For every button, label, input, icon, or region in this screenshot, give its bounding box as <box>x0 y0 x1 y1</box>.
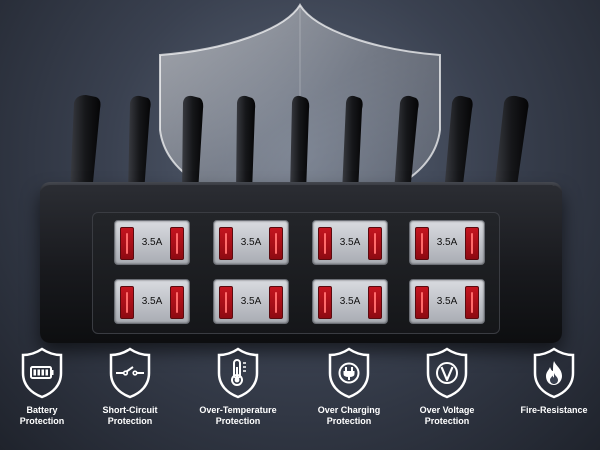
battery-shield-icon <box>21 347 63 399</box>
port-rating-label: 3.5A <box>339 237 361 248</box>
usb-port-group: 3.5A <box>312 220 388 265</box>
feature-label: Over-Temperature Protection <box>199 405 277 426</box>
usb-port <box>170 286 184 319</box>
usb-port <box>368 227 382 260</box>
voltage-shield-icon <box>426 347 468 399</box>
usb-port <box>269 227 283 260</box>
port-rating-label: 3.5A <box>141 237 163 248</box>
port-rating-label: 3.5A <box>436 296 458 307</box>
feature-label: Fire-Resistance <box>520 405 588 415</box>
feature-fire-resistance: Fire-Resistance <box>499 347 600 447</box>
usb-port <box>219 286 233 319</box>
port-rating-label: 3.5A <box>240 296 262 307</box>
feature-label: Short-Circuit Protection <box>102 405 158 426</box>
feature-label: Over Charging Protection <box>317 405 381 426</box>
usb-port <box>465 286 479 319</box>
thermometer-shield-icon <box>217 347 259 399</box>
usb-port-group: 3.5A <box>312 279 388 324</box>
short-circuit-shield-icon <box>109 347 151 399</box>
usb-port-panel: 3.5A 3.5A 3.5A 3.5A 3.5A 3.5A <box>92 212 500 334</box>
usb-port <box>415 286 429 319</box>
usb-port-group: 3.5A <box>213 279 289 324</box>
usb-port-group: 3.5A <box>409 279 485 324</box>
feature-over-temperature-protection: Over-Temperature Protection <box>183 347 293 447</box>
usb-port <box>415 227 429 260</box>
flame-shield-icon <box>533 347 575 399</box>
device-dividers <box>70 95 529 193</box>
usb-port-group: 3.5A <box>114 279 190 324</box>
usb-port-group: 3.5A <box>409 220 485 265</box>
feature-over-charging-protection: Over Charging Protection <box>294 347 404 447</box>
usb-port <box>219 227 233 260</box>
usb-port <box>269 286 283 319</box>
usb-port-group: 3.5A <box>213 220 289 265</box>
port-rating-label: 3.5A <box>339 296 361 307</box>
feature-short-circuit-protection: Short-Circuit Protection <box>75 347 185 447</box>
usb-port-group: 3.5A <box>114 220 190 265</box>
usb-port <box>120 286 134 319</box>
port-rating-label: 3.5A <box>141 296 163 307</box>
usb-port <box>318 286 332 319</box>
feature-over-voltage-protection: Over Voltage Protection <box>392 347 502 447</box>
feature-label: Battery Protection <box>19 405 65 426</box>
usb-port <box>368 286 382 319</box>
usb-port <box>120 227 134 260</box>
plug-shield-icon <box>328 347 370 399</box>
port-rating-label: 3.5A <box>436 237 458 248</box>
usb-port <box>318 227 332 260</box>
feature-battery-protection: Battery Protection <box>0 347 97 447</box>
feature-label: Over Voltage Protection <box>419 405 475 426</box>
port-rating-label: 3.5A <box>240 237 262 248</box>
usb-port <box>170 227 184 260</box>
usb-port <box>465 227 479 260</box>
